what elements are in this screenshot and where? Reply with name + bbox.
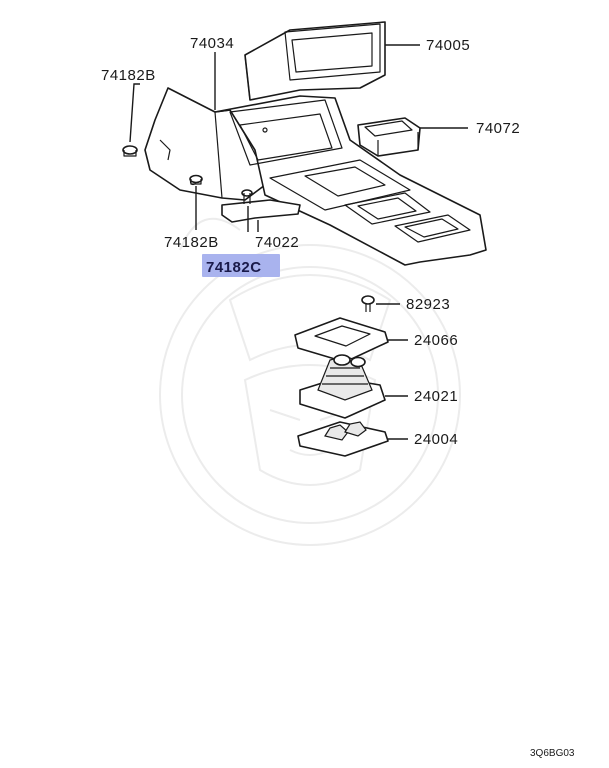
drawing-code: 3Q6BG03 [530, 748, 575, 759]
callout-24004[interactable]: 24004 [414, 431, 458, 448]
callout-74182b-lower[interactable]: 74182B [164, 234, 219, 251]
screw-icon [122, 145, 138, 157]
part-74072-ashtray [357, 117, 421, 157]
part-74022-bracket [221, 199, 301, 223]
watermark-emblem [159, 217, 461, 546]
console-assembly [144, 87, 487, 266]
clip-icon [361, 295, 375, 312]
callout-24066[interactable]: 24066 [414, 332, 458, 349]
callout-74005[interactable]: 74005 [426, 37, 470, 54]
callout-74182c[interactable]: 74182C [206, 259, 262, 276]
callout-labels[interactable]: 74034 74005 74182B 74072 74182B 74022 74… [101, 35, 520, 448]
part-24066-retainer [294, 317, 389, 363]
part-74005-box [244, 21, 386, 101]
callout-74034[interactable]: 74034 [190, 35, 234, 52]
screw-icon [189, 174, 203, 185]
screw-icon [241, 189, 253, 204]
part-24021-boot [299, 354, 386, 419]
callout-82923[interactable]: 82923 [406, 296, 450, 313]
callout-74022[interactable]: 74022 [255, 234, 299, 251]
callout-24021[interactable]: 24021 [414, 388, 458, 405]
highlight-box [202, 254, 280, 277]
callout-74182b-upper[interactable]: 74182B [101, 67, 156, 84]
callout-74072[interactable]: 74072 [476, 120, 520, 137]
part-24004-plate [297, 421, 389, 457]
leader-lines [129, 44, 468, 440]
